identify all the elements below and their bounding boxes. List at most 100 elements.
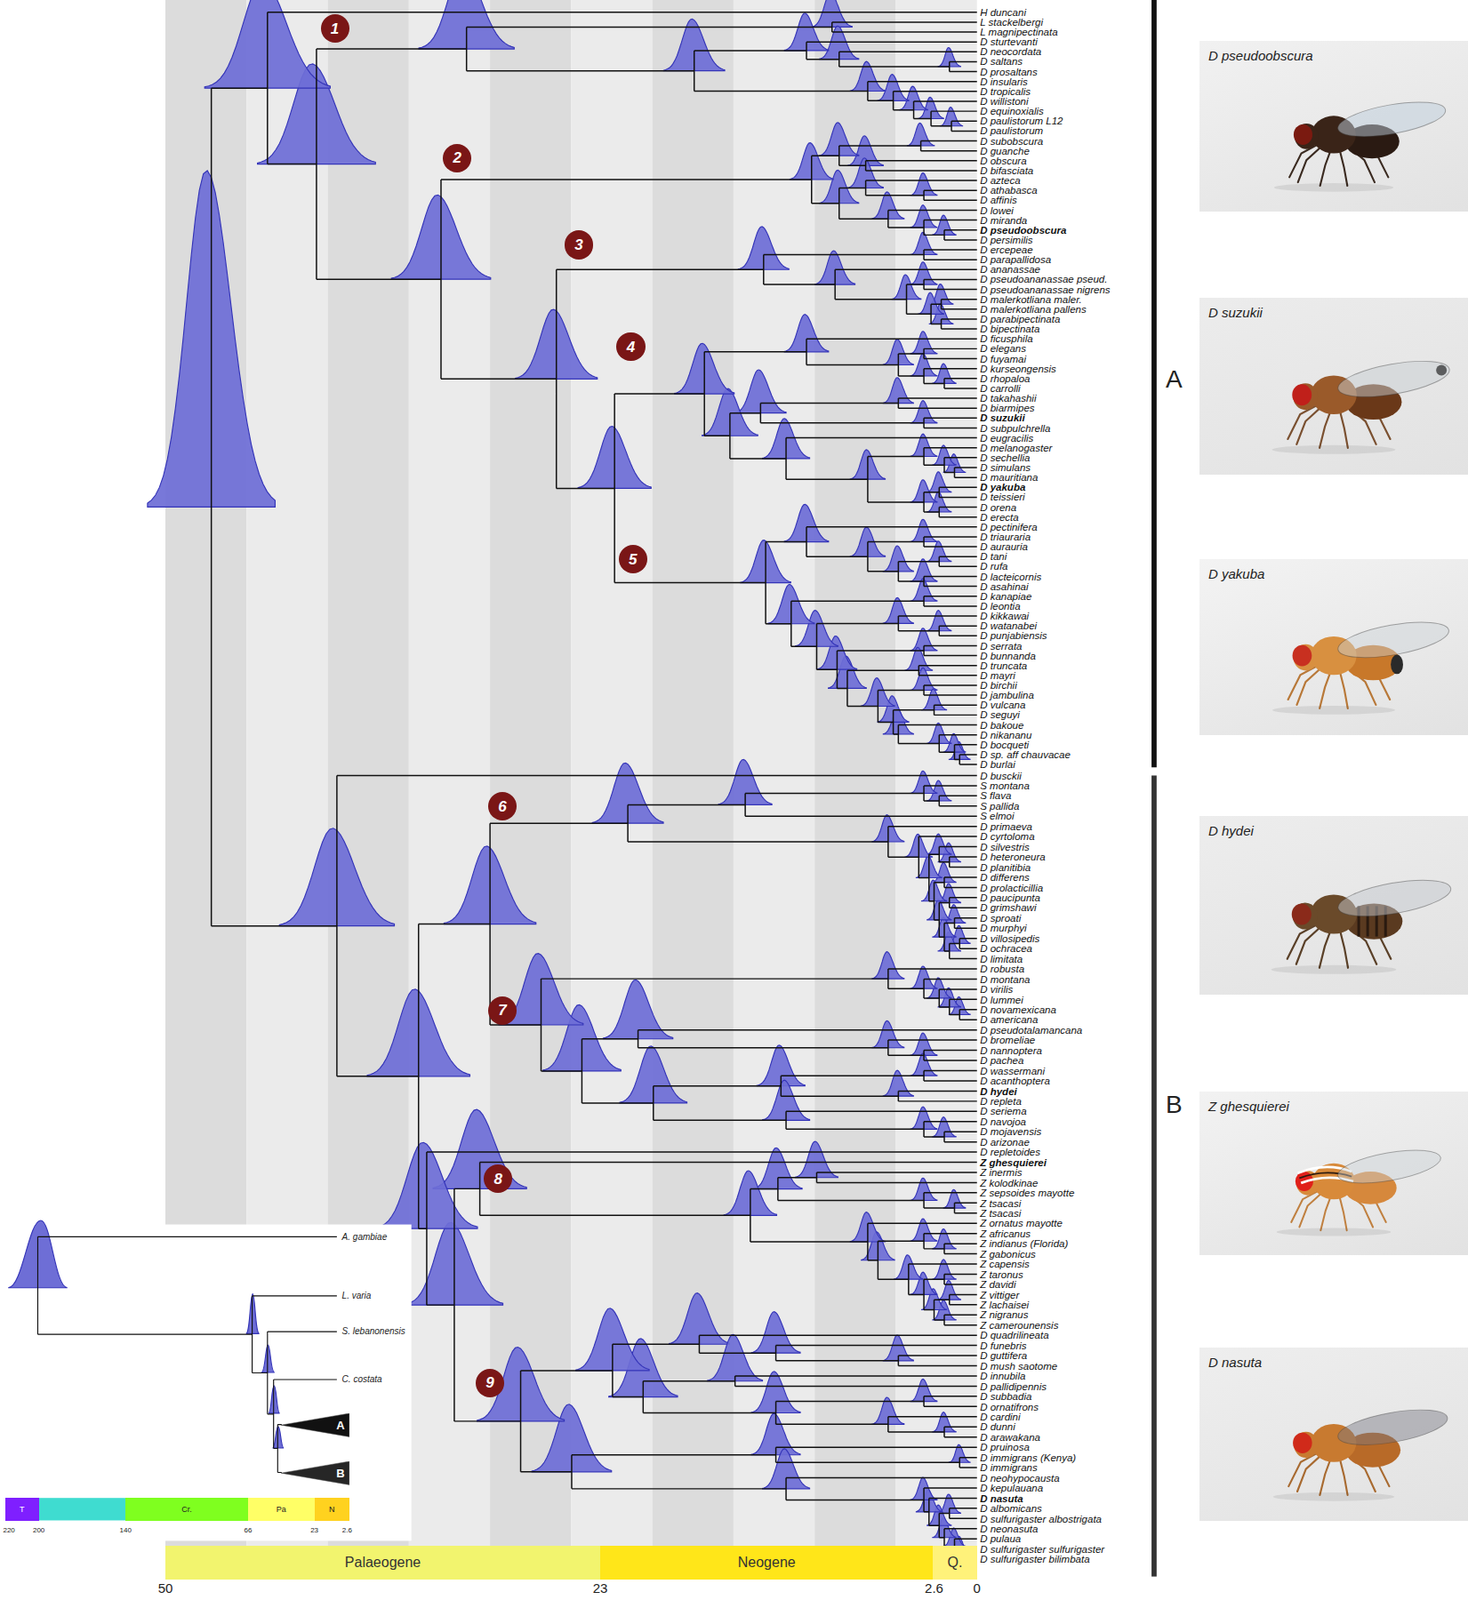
period-band: Palaeogene [165,1546,601,1581]
species-label: D tani [979,551,1007,562]
fly-photo [1199,816,1468,995]
species-label: D murphyi [979,922,1027,934]
photo-caption: Z ghesquierei [1208,1098,1290,1115]
species-label: D arizonae [979,1137,1030,1148]
fly-head [1293,1431,1318,1458]
species-label: D vulcana [979,699,1026,711]
fly-head [1292,384,1318,411]
species-label: D yakuba [979,481,1026,493]
time-band [814,0,896,1547]
species-label: D orena [979,502,1017,514]
species-label: D subobscura [979,136,1043,147]
period-segment: Pa [248,1498,315,1521]
inset-taxon: C. costata [342,1374,383,1386]
species-label: D pachea [979,1055,1024,1067]
species-label: D lacteicornis [979,571,1042,583]
clade-triangle-text: A [336,1419,345,1433]
period-segment: T [5,1498,40,1521]
species-label: D wassermani [979,1066,1045,1077]
callout-number: 7 [488,996,517,1026]
species-label: D lowei [979,205,1014,217]
species-label: Z tsacasi [979,1208,1021,1220]
fly-eye [1291,385,1312,407]
clade-triangle-text: B [336,1467,345,1481]
fly-eye [1292,1432,1312,1453]
species-label: H duncani [979,7,1027,18]
species-label: Z africanus [979,1228,1031,1240]
species-label: D seriema [979,1106,1027,1117]
species-label: Z tsacasi [979,1198,1021,1210]
species-label: D navojoa [979,1116,1027,1128]
species-label: D triauraria [979,531,1031,543]
fly-head [1293,644,1319,672]
fly-shadow [1272,705,1396,715]
species-label: D quadrilineata [979,1330,1049,1341]
species-label: D biarmipes [979,402,1035,414]
species-label: D virilis [979,984,1013,995]
species-label: D paulistorum [979,125,1043,137]
callout-number: 3 [564,230,594,259]
species-label: D sturtevanti [979,36,1038,48]
species-label: D erecta [979,512,1019,523]
photo-caption: D nasuta [1208,1355,1262,1371]
species-label: Z inermis [979,1167,1022,1179]
inset-tree [37,1236,337,1473]
period-band-text: Neogene [738,1555,796,1572]
species-label: D mayri [979,670,1016,682]
species-label: D pseudoananassae nigrens [979,284,1110,296]
fly-wing [1335,95,1449,143]
species-label: Z indianus (Florida) [979,1238,1068,1250]
species-label: Z lachaisei [979,1299,1029,1311]
species-label: D bromeliae [979,1034,1035,1046]
species-label: D malerkotliana maler. [979,294,1083,305]
callout-number: 4 [616,332,645,361]
clade-letter: A [1165,366,1183,394]
fly-eye [1292,645,1313,667]
species-label: D miranda [979,215,1027,226]
species-label: D pulaua [979,1533,1021,1545]
species-label: D mauritiana [979,472,1038,483]
species-label: D heteroneura [979,851,1046,863]
species-label: D teissieri [979,491,1025,503]
species-label: D guanche [979,145,1030,157]
species-label: D montana [979,974,1030,986]
species-label: D immigrans (Kenya) [979,1452,1076,1464]
period-band: Q. [932,1546,977,1581]
fly-wing [1335,1403,1451,1452]
species-label: D parapallidosa [979,254,1051,265]
fly-eye [1291,904,1312,926]
fly-photo [1199,559,1468,735]
clade-bar [1151,0,1157,768]
species-label: D limitata [979,954,1023,965]
photo-panel: D nasuta [1199,1347,1468,1522]
species-label: Z capensis [979,1259,1030,1270]
fly-photo [1199,40,1468,212]
species-label: S flava [979,790,1011,802]
fly-wing [1335,874,1454,924]
fly-tip [1390,655,1404,675]
time-band [489,0,571,1547]
species-label: D villosipedis [979,933,1040,945]
species-label: D novamexicana [979,1004,1057,1016]
species-label: D cardini [979,1411,1020,1423]
species-label: D suzukii [979,412,1025,424]
triangle-fill [280,1413,350,1437]
photo-caption: D yakuba [1208,566,1265,582]
species-label: D burlai [979,759,1016,771]
species-label: D pseudotalamancana [979,1025,1083,1036]
photo-caption: D suzukii [1208,304,1263,321]
clade-letter: B [1165,1091,1183,1119]
callout-number: 1 [320,14,350,43]
period-band-text: Palaeogene [344,1555,421,1572]
inset-taxon: L. varia [342,1291,372,1302]
species-label: D nasuta [979,1493,1024,1505]
species-label: D bocqueti [979,739,1029,751]
callout-number-text: 3 [574,236,583,254]
species-label: D funebris [979,1340,1027,1352]
period-band-text: Q. [947,1555,963,1572]
inset-tick: 140 [120,1526,132,1536]
species-label: D neonasuta [979,1524,1038,1535]
species-label: D birchii [979,680,1018,691]
species-label: D prolacticillia [979,882,1043,894]
